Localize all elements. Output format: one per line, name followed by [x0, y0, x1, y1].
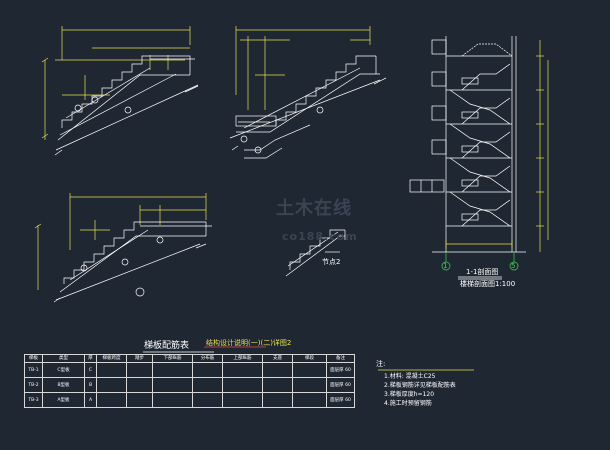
header-cell: 分布筋	[192, 354, 223, 363]
row-cell	[192, 362, 223, 378]
rebar-schedule-table: 梯板 类型 厚 梯板跨度 踏步 下部纵筋 分布筋 上部纵筋 支座 梯段 备注 T…	[24, 354, 355, 408]
table-row: TB-2 B型板 B 面层厚 60	[24, 377, 355, 393]
axis-bubble-left	[441, 261, 451, 271]
header-cell: 梯板	[24, 354, 43, 363]
row-cell	[126, 392, 153, 408]
row-cell	[192, 392, 223, 408]
stair-detail-1	[41, 26, 199, 156]
row-cell	[262, 377, 293, 393]
row-cell	[292, 362, 327, 378]
table-row: TB-3 A型板 A 面层厚 60	[24, 392, 355, 408]
section-subtitle: 楼梯剖面图1:100	[460, 280, 516, 288]
row-cell	[96, 392, 127, 408]
watermark-url: co188.com	[282, 230, 358, 243]
header-cell: 梯板跨度	[96, 354, 127, 363]
note-line: 2.梯板钢筋详见梯板配筋表	[384, 382, 456, 389]
stair-detail-2	[229, 26, 387, 159]
row-cell	[222, 362, 263, 378]
detail-label: 节点2	[322, 258, 341, 266]
header-cell: 厚	[84, 354, 97, 363]
row-cell	[262, 392, 293, 408]
row-cell	[292, 392, 327, 408]
axis-bubble-right	[509, 261, 519, 271]
notes-title: 注:	[376, 360, 386, 368]
table-row: TB-1 C型板 C 面层厚 60	[24, 362, 355, 378]
table-subtitle: 结构设计说明(一)(二)详图2	[206, 339, 292, 347]
note-line: 3.梯板厚度h=120	[384, 391, 435, 398]
row-cell	[96, 377, 127, 393]
row-code: A	[84, 392, 97, 408]
row-type: B型板	[42, 377, 85, 393]
axis-label-right: 5	[511, 262, 516, 270]
header-cell: 类型	[42, 354, 85, 363]
row-cell	[152, 377, 193, 393]
stair-detail-3	[34, 193, 212, 303]
row-cell	[292, 377, 327, 393]
node-detail	[285, 229, 346, 277]
section-title: 1-1剖面图	[466, 268, 499, 276]
note-line: 4.施工时预留钢筋	[384, 400, 432, 407]
note-line: 1.材料: 混凝土C25	[384, 373, 436, 380]
row-cell	[192, 377, 223, 393]
header-cell: 梯段	[292, 354, 327, 363]
header-cell: 踏步	[126, 354, 153, 363]
row-note: 面层厚 60	[326, 377, 355, 393]
row-id: TB-1	[24, 362, 43, 378]
table-header-row: 梯板 类型 厚 梯板跨度 踏步 下部纵筋 分布筋 上部纵筋 支座 梯段 备注	[24, 354, 355, 363]
row-cell	[152, 362, 193, 378]
watermark-brand: 土木在线	[276, 198, 352, 219]
row-cell	[126, 377, 153, 393]
row-cell	[96, 362, 127, 378]
row-type: A型板	[42, 392, 85, 408]
axis-label-left: 1	[443, 262, 448, 270]
row-cell	[222, 392, 263, 408]
row-note: 面层厚 60	[326, 392, 355, 408]
table-title: 梯板配筋表	[144, 341, 190, 351]
header-cell: 支座	[262, 354, 293, 363]
row-type: C型板	[42, 362, 85, 378]
header-cell: 上部纵筋	[222, 354, 263, 363]
row-cell	[126, 362, 153, 378]
header-cell: 备注	[326, 354, 355, 363]
row-id: TB-3	[24, 392, 43, 408]
row-note: 面层厚 60	[326, 362, 355, 378]
row-code: C	[84, 362, 97, 378]
header-cell: 下部纵筋	[152, 354, 193, 363]
row-code: B	[84, 377, 97, 393]
row-cell	[262, 362, 293, 378]
row-id: TB-2	[24, 377, 43, 393]
row-cell	[152, 392, 193, 408]
row-cell	[222, 377, 263, 393]
section-1-1	[409, 36, 549, 280]
